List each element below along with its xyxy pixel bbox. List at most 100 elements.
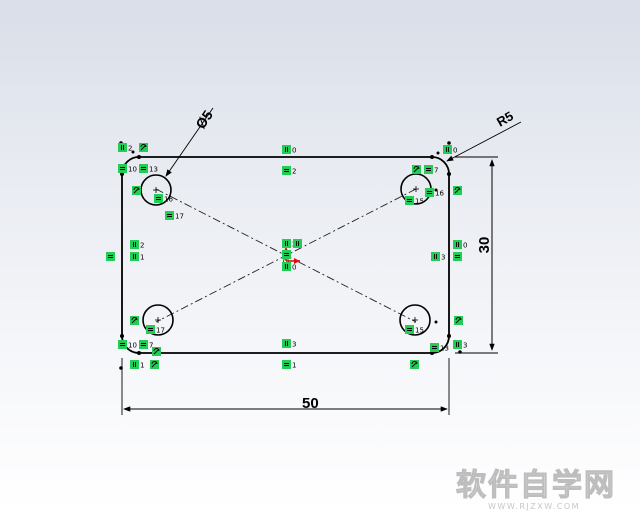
watermark-text: 软件自学网: [456, 468, 616, 503]
relation-badge[interactable]: [130, 252, 139, 261]
width-dimension-label[interactable]: 50: [302, 395, 319, 412]
relation-badge-label: 13: [440, 345, 449, 353]
relation-badges: 210130207161516172120031715107131133: [106, 143, 467, 370]
relation-glyph-icon: [426, 168, 431, 171]
relation-badge-label: 1: [292, 362, 296, 370]
relation-badge[interactable]: [424, 165, 433, 174]
width-dimension[interactable]: [121, 358, 450, 415]
relation-badge[interactable]: [282, 166, 291, 175]
relation-glyph-icon: [413, 166, 420, 173]
relation-badge-label: 0: [453, 147, 457, 155]
relation-glyph-icon: [131, 317, 138, 324]
relation-glyph-icon: [141, 343, 146, 346]
relation-badge-label: 17: [156, 327, 165, 335]
relation-glyph-icon: [167, 214, 172, 217]
relation-badge[interactable]: [106, 252, 115, 261]
relation-glyph-icon: [153, 348, 160, 355]
relation-glyph-icon: [454, 187, 461, 194]
relation-badge[interactable]: [282, 145, 291, 154]
relation-glyph-icon: [133, 254, 136, 259]
relation-glyph-icon: [432, 346, 437, 349]
relation-badge[interactable]: [118, 164, 127, 173]
relation-badge-label: 1: [140, 362, 144, 370]
relation-glyph-icon: [108, 255, 113, 258]
relation-badge-label: 16: [435, 190, 444, 198]
relation-badge[interactable]: [282, 239, 291, 248]
relation-glyph-icon: [434, 254, 437, 259]
fillet-radius-label[interactable]: R5: [494, 108, 516, 129]
hole-diameter-label[interactable]: Ø5: [192, 107, 216, 132]
relation-badge[interactable]: [282, 339, 291, 348]
relation-badge[interactable]: [453, 240, 462, 249]
relation-badge[interactable]: [118, 143, 127, 152]
relation-badge-label: 10: [128, 166, 137, 174]
relation-glyph-icon: [121, 145, 124, 150]
relation-badge[interactable]: [453, 252, 462, 261]
relation-glyph-icon: [407, 199, 412, 202]
relation-badge[interactable]: [130, 360, 139, 369]
relation-glyph-icon: [156, 197, 161, 200]
relation-glyph-icon: [285, 241, 288, 246]
relation-badge[interactable]: [139, 340, 148, 349]
height-dimension-label[interactable]: 30: [476, 237, 493, 254]
hole-bottom-left[interactable]: [142, 304, 174, 336]
relation-badge-label: 0: [292, 147, 296, 155]
relation-badge[interactable]: [443, 145, 452, 154]
relation-glyph-icon: [455, 317, 462, 324]
watermark-url: WWW.RJZXW.COM: [488, 502, 580, 511]
relation-glyph-icon: [148, 328, 153, 331]
relation-badge-label: 1: [140, 254, 144, 262]
relation-badge[interactable]: [293, 239, 302, 248]
relation-glyph-icon: [285, 264, 288, 269]
relation-glyph-icon: [455, 255, 460, 258]
relation-badge-label: 3: [441, 254, 445, 262]
relation-badge[interactable]: [453, 340, 462, 349]
relation-glyph-icon: [133, 242, 136, 247]
relation-badge-label: 3: [463, 342, 467, 350]
relation-glyph-icon: [284, 253, 289, 256]
relation-badge-label: 15: [415, 198, 424, 206]
relation-badge[interactable]: [430, 343, 439, 352]
relation-glyph-icon: [456, 342, 459, 347]
relation-glyph-icon: [133, 362, 136, 367]
relation-badge-label: 3: [292, 341, 296, 349]
hole-bottom-right[interactable]: [399, 304, 431, 336]
relation-badge[interactable]: [405, 196, 414, 205]
relation-badge-label: 2: [292, 168, 296, 176]
relation-glyph-icon: [133, 187, 140, 194]
relation-badge[interactable]: [282, 250, 291, 259]
relation-badge[interactable]: [146, 325, 155, 334]
relation-badge[interactable]: [431, 252, 440, 261]
relation-glyph-icon: [140, 144, 147, 151]
relation-glyph-icon: [284, 363, 289, 366]
fillet-radius-dimension[interactable]: [446, 121, 522, 162]
relation-badge[interactable]: [425, 188, 434, 197]
relation-glyph-icon: [407, 328, 412, 331]
relation-badge[interactable]: [118, 340, 127, 349]
relation-badge[interactable]: [139, 164, 148, 173]
relation-glyph-icon: [285, 147, 288, 152]
relation-badge[interactable]: [165, 211, 174, 220]
relation-badge[interactable]: [282, 262, 291, 271]
relation-glyph-icon: [120, 167, 125, 170]
relation-badge[interactable]: [154, 194, 163, 203]
relation-badge-label: 0: [292, 264, 296, 272]
height-dimension[interactable]: [455, 156, 498, 354]
relation-badge-label: 7: [434, 167, 438, 175]
relation-glyph-icon: [120, 343, 125, 346]
relation-glyph-icon: [151, 361, 158, 368]
relation-glyph-icon: [456, 242, 459, 247]
relation-badge-label: 15: [415, 327, 424, 335]
relation-glyph-icon: [411, 361, 418, 368]
relation-badge-label: 0: [463, 242, 467, 250]
hole-diameter-dimension[interactable]: [165, 107, 214, 177]
relation-badge[interactable]: [282, 360, 291, 369]
relation-badge-label: 16: [164, 196, 173, 204]
relation-badge-label: 2: [128, 145, 132, 153]
relation-badge[interactable]: [405, 325, 414, 334]
relation-badge[interactable]: [130, 240, 139, 249]
relation-glyph-icon: [284, 169, 289, 172]
relation-badge-label: 13: [149, 166, 158, 174]
relation-glyph-icon: [427, 191, 432, 194]
